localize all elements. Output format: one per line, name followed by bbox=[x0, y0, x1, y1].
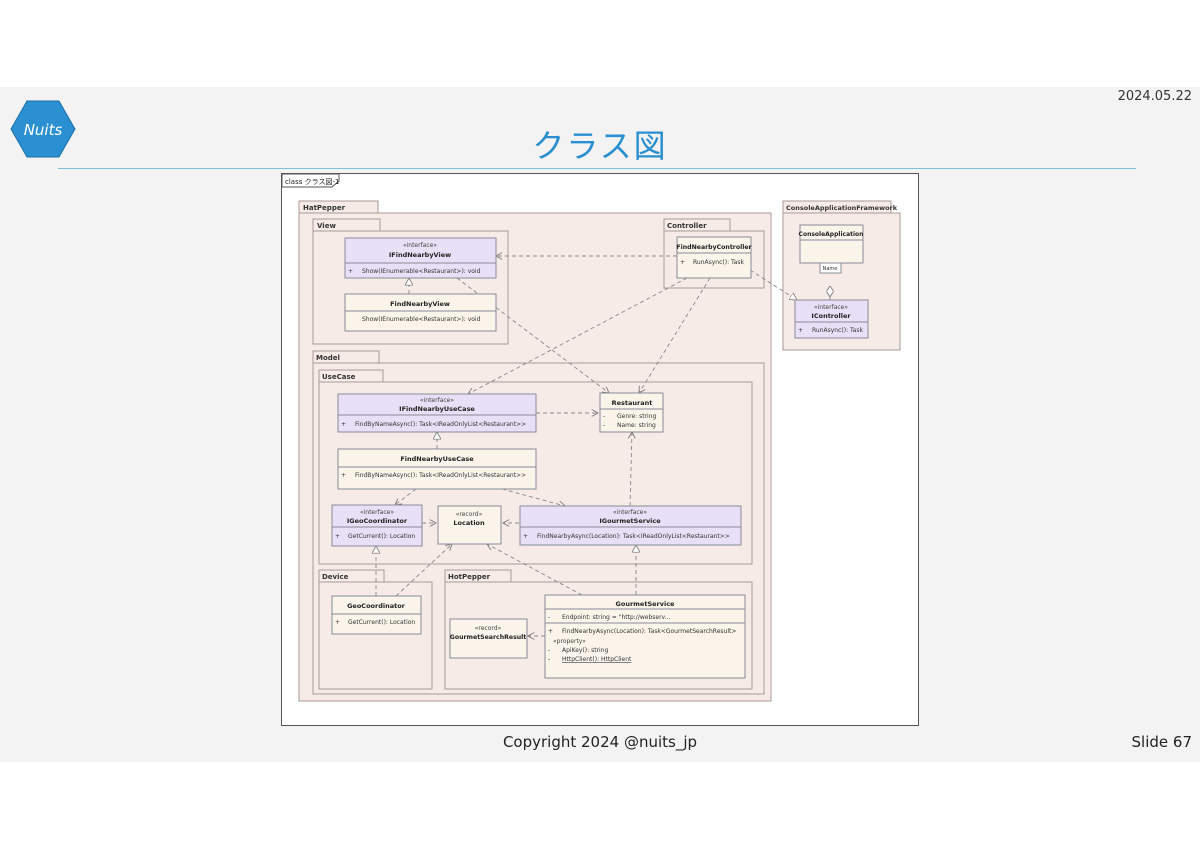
svg-text:-: - bbox=[603, 422, 605, 429]
svg-text:+: + bbox=[680, 259, 685, 266]
svg-text:+: + bbox=[341, 421, 346, 428]
svg-text:+: + bbox=[348, 268, 353, 275]
svg-text:FindNearbyUseCase: FindNearbyUseCase bbox=[400, 455, 474, 463]
svg-text:Model: Model bbox=[316, 354, 340, 362]
class-restaurant: Restaurant - Genre: string - Name: strin… bbox=[599, 392, 664, 433]
svg-text:Show(IEnumerable<Restaurant>):: Show(IEnumerable<Restaurant>): void bbox=[362, 268, 481, 275]
slide: 2024.05.22 Nuits クラス図 class クラス図-1 bbox=[0, 87, 1200, 762]
svg-text:-: - bbox=[603, 413, 605, 420]
svg-text:-: - bbox=[548, 656, 550, 663]
svg-text:Location: Location bbox=[453, 519, 485, 527]
svg-text:GetCurrent(): Location: GetCurrent(): Location bbox=[348, 619, 415, 626]
svg-text:IGourmetService: IGourmetService bbox=[599, 517, 661, 525]
class-findnearbyusecase: FindNearbyUseCase + FindByNameAsync(): T… bbox=[337, 448, 537, 490]
svg-text:HatPepper: HatPepper bbox=[303, 204, 346, 212]
class-location: «record» Location bbox=[437, 505, 502, 545]
svg-text:Controller: Controller bbox=[667, 222, 707, 230]
frame-label: class クラス図-1 bbox=[281, 173, 340, 188]
class-ifindnearbyview: «interface» IFindNearbyView + Show(IEnum… bbox=[344, 237, 497, 279]
class-icontroller: «interface» IController + RunAsync(): Ta… bbox=[794, 299, 869, 339]
svg-text:Show(IEnumerable<Restaurant>):: Show(IEnumerable<Restaurant>): void bbox=[362, 316, 481, 323]
svg-text:FindNearbyController: FindNearbyController bbox=[676, 244, 752, 251]
svg-text:«property»: «property» bbox=[553, 638, 586, 645]
class-igourmetservice: «interface» IGourmetService + FindNearby… bbox=[519, 505, 742, 546]
svg-text:«interface»: «interface» bbox=[613, 509, 647, 516]
svg-text:IGeoCoordinator: IGeoCoordinator bbox=[347, 517, 408, 525]
slide-number: Slide 67 bbox=[1131, 733, 1192, 751]
class-findnearbyview: FindNearbyView Show(IEnumerable<Restaura… bbox=[344, 293, 497, 332]
svg-text:ConsoleApplicationFramework: ConsoleApplicationFramework bbox=[786, 204, 898, 212]
svg-text:-: - bbox=[548, 614, 550, 621]
svg-text:Genre: string: Genre: string bbox=[617, 413, 657, 420]
svg-text:«interface»: «interface» bbox=[420, 397, 454, 404]
slide-date: 2024.05.22 bbox=[1117, 89, 1192, 104]
svg-text:Device: Device bbox=[322, 573, 349, 581]
svg-text:Endpoint: string = "http://web: Endpoint: string = "http://webserv... bbox=[562, 614, 670, 621]
svg-text:UseCase: UseCase bbox=[322, 373, 356, 381]
svg-text:+: + bbox=[798, 327, 803, 334]
svg-text:ConsoleApplication: ConsoleApplication bbox=[799, 231, 864, 238]
svg-text:RunAsync(): Task: RunAsync(): Task bbox=[693, 259, 744, 266]
svg-text:GourmetSearchResult: GourmetSearchResult bbox=[450, 634, 527, 641]
svg-text:HttpClient(): HttpClient: HttpClient(): HttpClient bbox=[562, 656, 632, 663]
svg-text:IController: IController bbox=[811, 312, 851, 320]
class-igeocoordinator: «interface» IGeoCoordinator + GetCurrent… bbox=[331, 504, 423, 547]
class-findnearbycontroller: FindNearbyController + RunAsync(): Task bbox=[676, 236, 753, 279]
class-gourmetsearchresult: «record» GourmetSearchResult bbox=[449, 618, 528, 659]
svg-text:IFindNearbyView: IFindNearbyView bbox=[389, 251, 451, 259]
svg-text:+: + bbox=[523, 533, 528, 540]
svg-text:«record»: «record» bbox=[456, 511, 483, 518]
svg-text:Name: Name bbox=[823, 266, 838, 272]
svg-text:FindByNameAsync(): Task<IReadO: FindByNameAsync(): Task<IReadOnlyList<Re… bbox=[355, 421, 526, 428]
class-ifindnearbyusecase: «interface» IFindNearbyUseCase + FindByN… bbox=[337, 393, 537, 433]
svg-text:View: View bbox=[317, 222, 336, 230]
svg-text:-: - bbox=[548, 647, 550, 654]
title-rule bbox=[58, 168, 1136, 169]
class-geocoordinator: GeoCoordinator + GetCurrent(): Location bbox=[331, 595, 422, 635]
svg-text:+: + bbox=[335, 619, 340, 626]
svg-text:+: + bbox=[335, 533, 340, 540]
svg-text:«record»: «record» bbox=[475, 625, 502, 632]
svg-text:«interface»: «interface» bbox=[814, 304, 848, 311]
class-gourmetservice: GourmetService - Endpoint: string = "htt… bbox=[544, 594, 746, 679]
copyright: Copyright 2024 @nuits_jp bbox=[502, 733, 698, 751]
class-diagram: class クラス図-1 HatPepper View Controller bbox=[281, 173, 919, 726]
svg-text:+: + bbox=[341, 472, 346, 479]
diagram-svg: class クラス図-1 HatPepper View Controller bbox=[281, 173, 901, 702]
svg-text:HotPepper: HotPepper bbox=[448, 573, 491, 581]
svg-text:«interface»: «interface» bbox=[360, 509, 394, 516]
logo-text: Nuits bbox=[24, 121, 63, 139]
svg-text:FindByNameAsync(): Task<IReadO: FindByNameAsync(): Task<IReadOnlyList<Re… bbox=[355, 472, 526, 479]
svg-text:FindNearbyAsync(Location): Tas: FindNearbyAsync(Location): Task<GourmetS… bbox=[562, 628, 736, 635]
svg-text:+: + bbox=[548, 628, 553, 635]
svg-text:GetCurrent(): Location: GetCurrent(): Location bbox=[348, 533, 415, 540]
svg-text:Name: string: Name: string bbox=[617, 422, 656, 429]
svg-text:FindNearbyView: FindNearbyView bbox=[390, 300, 450, 308]
svg-text:IFindNearbyUseCase: IFindNearbyUseCase bbox=[399, 405, 475, 413]
svg-text:GourmetService: GourmetService bbox=[616, 600, 676, 608]
svg-text:Restaurant: Restaurant bbox=[612, 399, 653, 407]
slide-title: クラス図 bbox=[532, 127, 668, 165]
svg-text:ApiKey(): string: ApiKey(): string bbox=[562, 647, 608, 654]
svg-text:«interface»: «interface» bbox=[403, 242, 437, 249]
nuits-logo: Nuits bbox=[10, 100, 76, 158]
svg-text:GeoCoordinator: GeoCoordinator bbox=[347, 602, 406, 610]
svg-text:class クラス図-1: class クラス図-1 bbox=[285, 178, 339, 186]
svg-text:RunAsync(): Task: RunAsync(): Task bbox=[812, 327, 863, 334]
svg-text:FindNearbyAsync(Location): Tas: FindNearbyAsync(Location): Task<IReadOnl… bbox=[537, 533, 730, 540]
class-consoleapplication: ConsoleApplication Name bbox=[799, 224, 864, 274]
